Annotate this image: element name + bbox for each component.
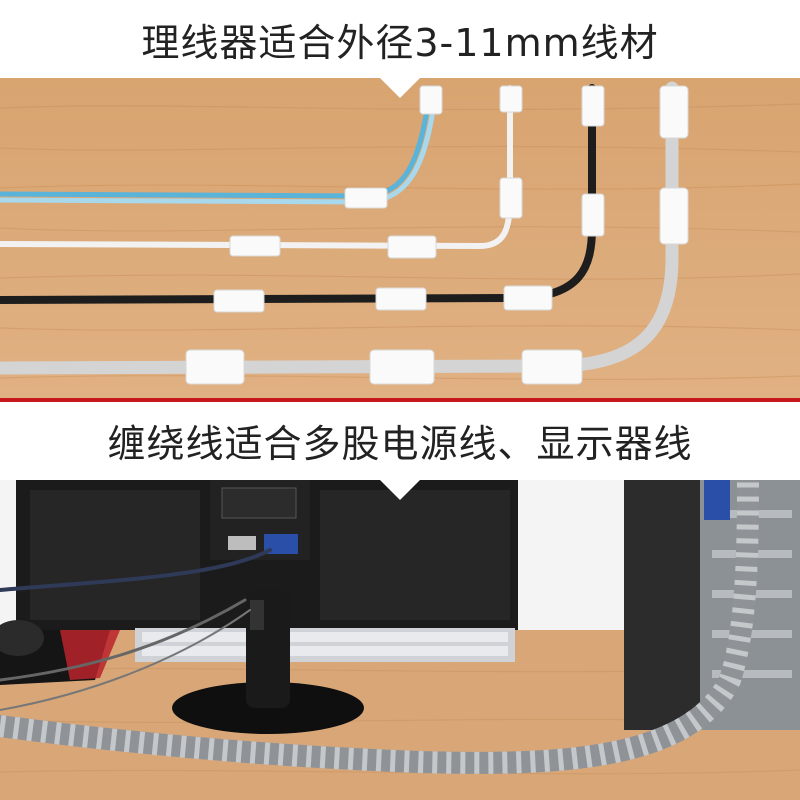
cable-clips-photo [0,78,800,398]
middle-caption: 缠绕线适合多股电源线、显示器线 [107,421,693,466]
spiral-wrap-illustration [0,480,800,800]
middle-caption-banner: 缠绕线适合多股电源线、显示器线 [0,400,800,480]
top-caption-banner: 理线器适合外径3-11mm线材 [0,0,800,78]
middle-banner-pointer [380,480,420,500]
top-banner-pointer [380,78,420,98]
section-divider [0,398,800,402]
cable-clips-illustration [0,78,800,398]
spiral-wrap-photo [0,480,800,800]
top-caption: 理线器适合外径3-11mm线材 [141,20,659,65]
